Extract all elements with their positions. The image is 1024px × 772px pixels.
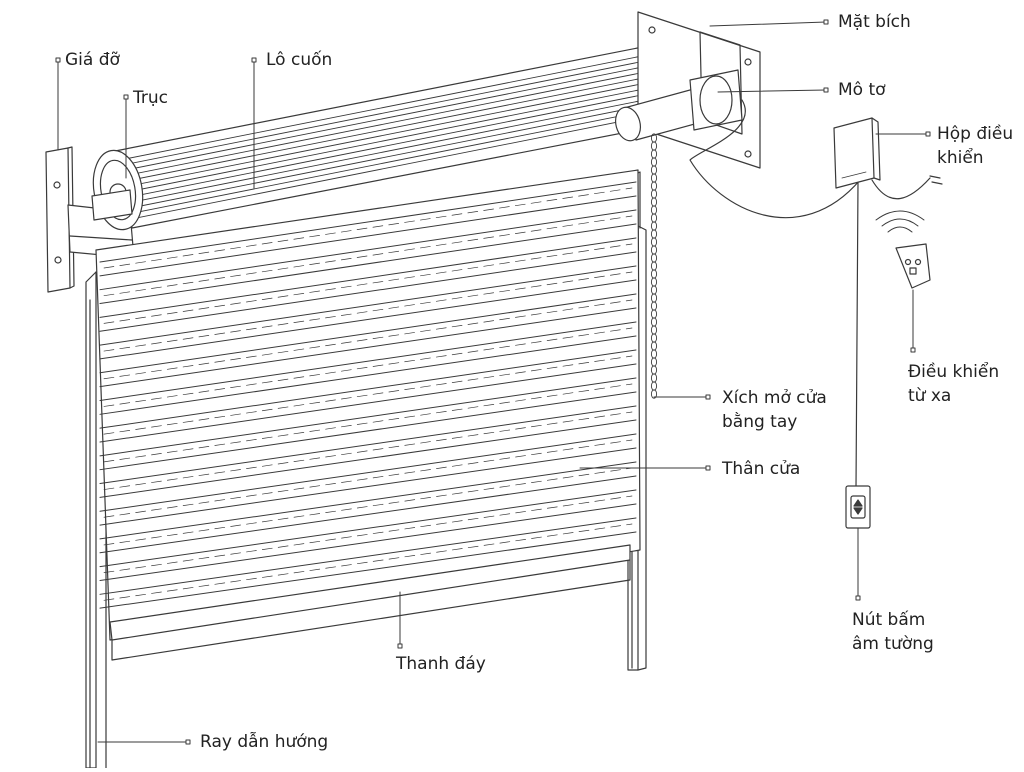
label-than-cua: Thân cửa [722,459,801,479]
label-gia-do: Giá đỡ [65,50,120,70]
label-mat-bich: Mặt bích [838,12,911,32]
remote-control [875,210,931,289]
wiring [689,99,943,489]
label-ray-dan-huong: Ray dẫn hướng [200,732,329,752]
leader-lines [55,19,931,745]
label-dieu-khien-tu-xa-line1: Điều khiển [908,362,1000,382]
motor [615,69,743,142]
label-xich-line2: bằng tay [722,412,798,432]
label-thanh-day: Thanh đáy [396,654,486,674]
label-mo-to: Mô tơ [838,80,886,100]
door-curtain [95,169,641,661]
label-nut-bam-line2: âm tường [852,634,934,654]
label-dieu-khien-tu-xa-line2: từ xa [908,386,952,406]
wall-switch [845,485,871,529]
manual-chain [650,133,658,399]
control-box [833,117,881,189]
label-hop-dieu-khien-line1: Hộp điều [937,124,1014,144]
label-nut-bam-line1: Nút bấm [852,610,926,630]
label-xich-line1: Xích mở cửa [722,388,827,408]
label-hop-dieu-khien-line2: khiển [937,148,984,168]
label-truc: Trục [133,88,168,108]
label-lo-cuon: Lô cuốn [266,50,333,70]
